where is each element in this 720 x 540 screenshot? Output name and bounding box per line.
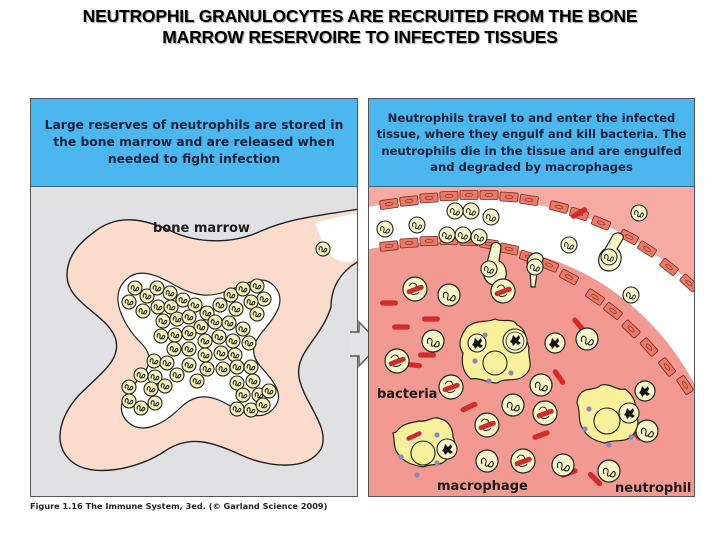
page-title: NEUTROPHIL GRANULOCYTES ARE RECRUITED FR… — [0, 6, 720, 48]
figure-caption: Figure 1.16 The Immune System, 3ed. (© G… — [30, 501, 328, 511]
neutrophil-label: neutrophil — [615, 481, 692, 496]
macrophage-label: macrophage — [437, 479, 528, 494]
bone-marrow-illustration — [59, 208, 357, 472]
bone-marrow-panel: Large reserves of neutrophils are stored… — [30, 98, 358, 497]
macrophages — [392, 318, 640, 478]
title-line-2: MARROW RESERVOIRE TO INFECTED TISSUES — [162, 27, 558, 47]
infected-tissue-panel-header: Neutrophils travel to and enter the infe… — [369, 99, 694, 187]
title-line-1: NEUTROPHIL GRANULOCYTES ARE RECRUITED FR… — [82, 6, 638, 26]
infected-tissue-illustration — [369, 190, 694, 496]
infected-tissue-panel: Neutrophils travel to and enter the infe… — [368, 98, 695, 497]
bone-marrow-label: bone marrow — [153, 221, 250, 236]
bacteria-label: bacteria — [377, 387, 438, 402]
bone-marrow-panel-header: Large reserves of neutrophils are stored… — [31, 99, 357, 187]
